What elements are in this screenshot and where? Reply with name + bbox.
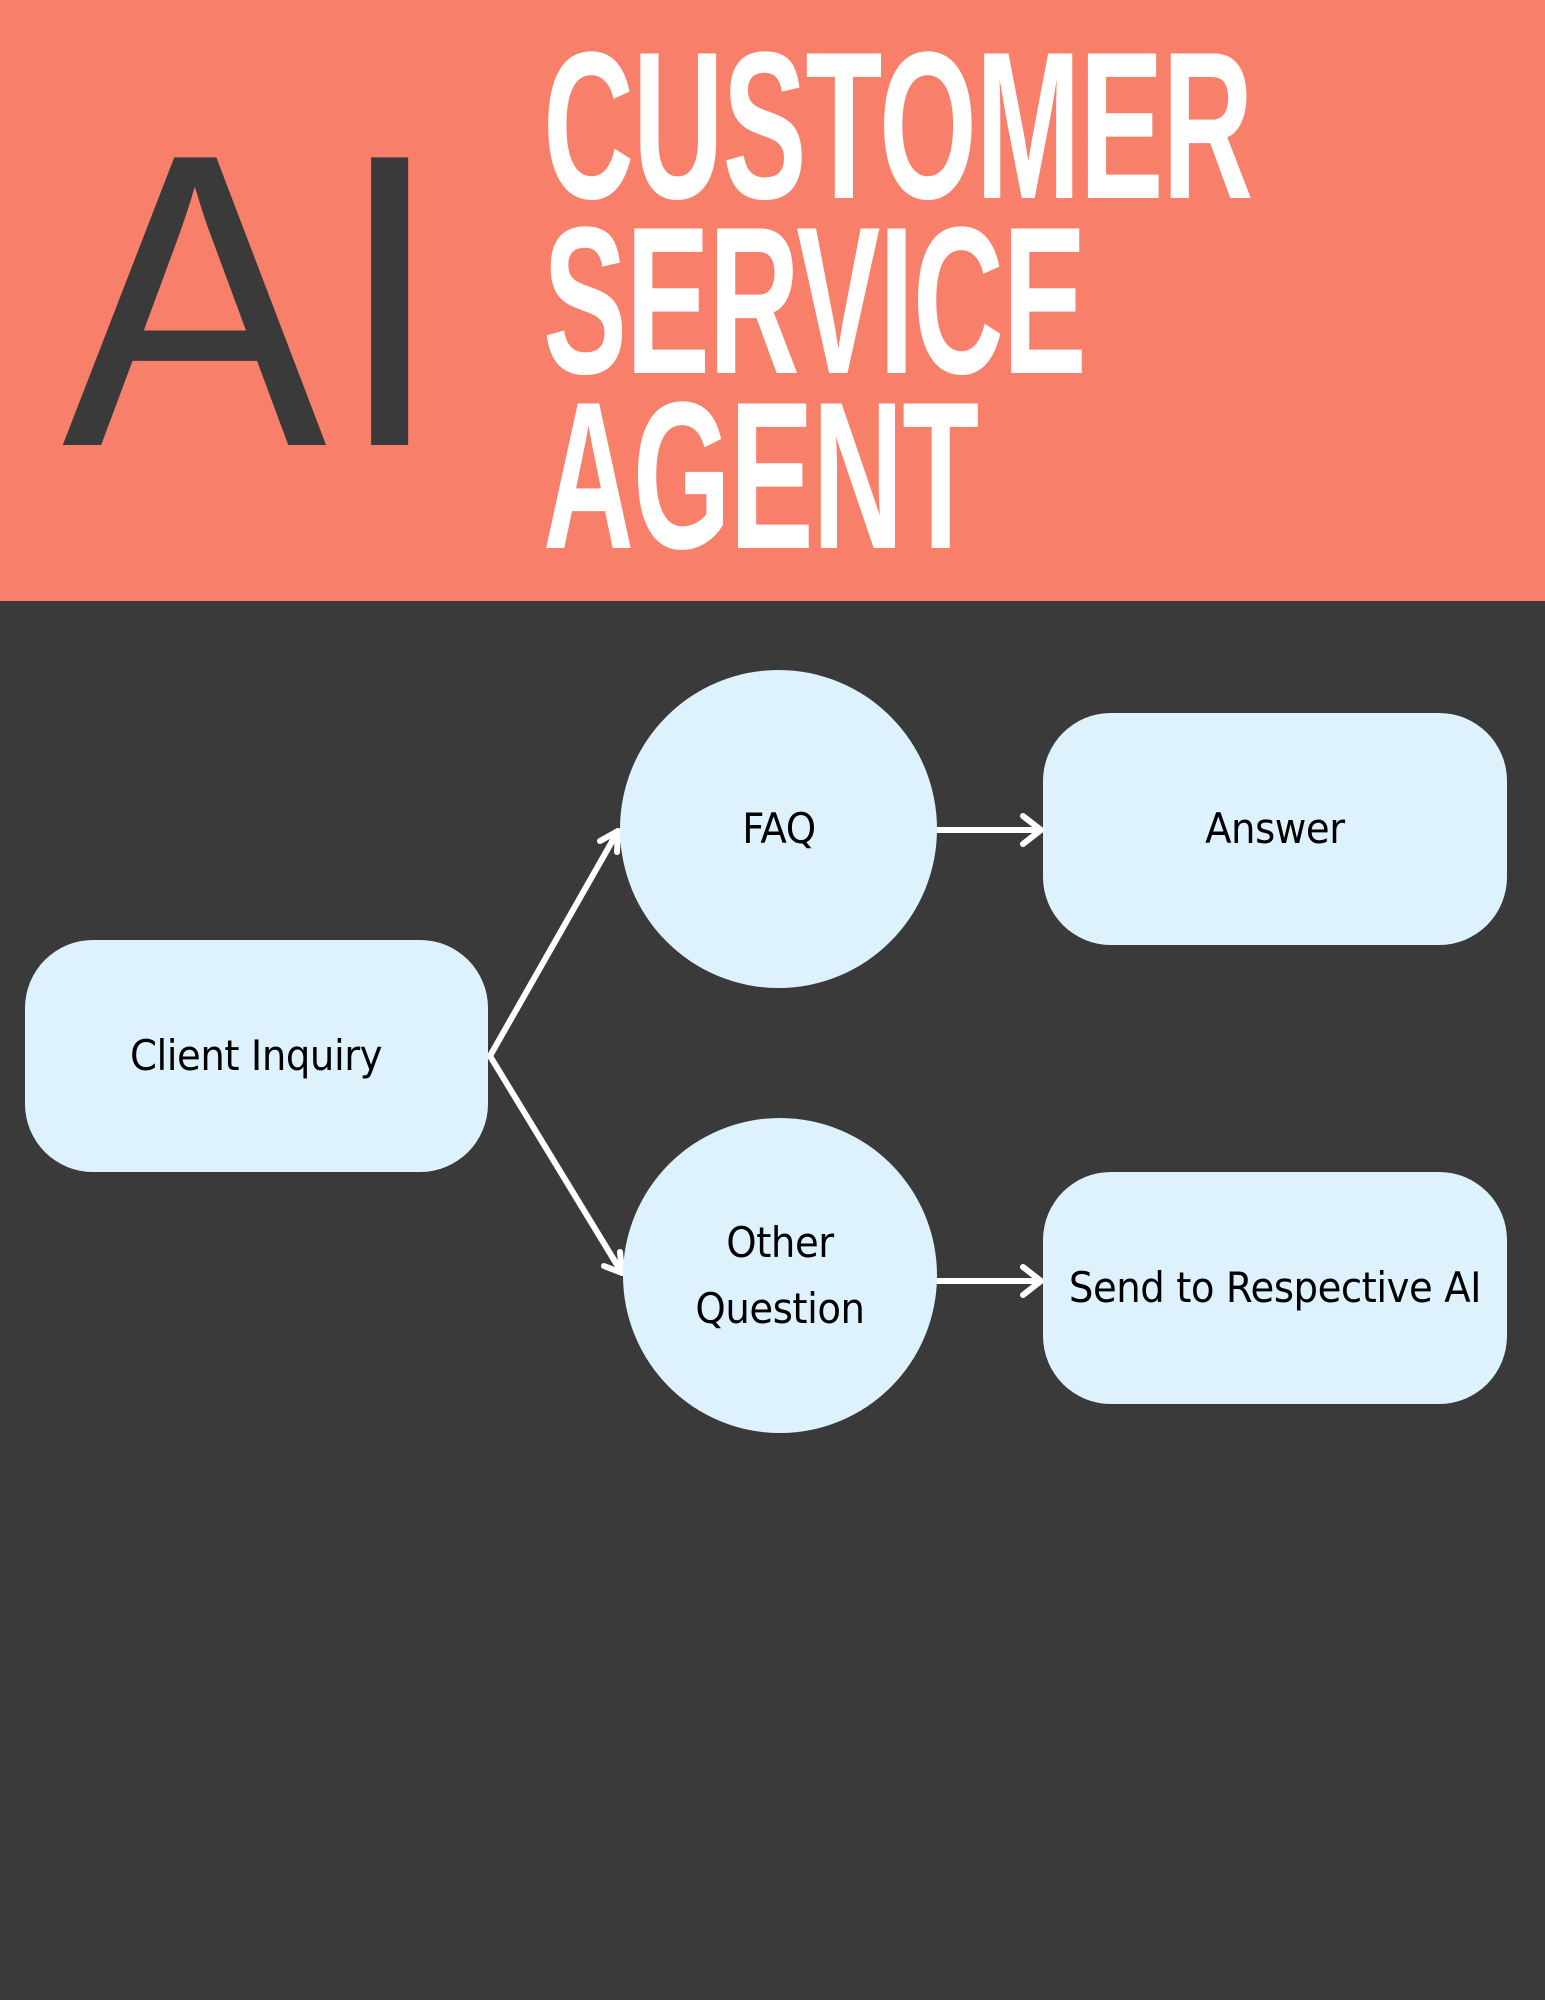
title-line-2: SERVICE xyxy=(543,183,1087,418)
node-label: Send to Respective AI xyxy=(1068,1263,1482,1312)
title-line-3: AGENT xyxy=(543,358,979,593)
arrowhead-send-icon xyxy=(1020,1264,1044,1298)
title-line-1: CUSTOMER xyxy=(543,8,1253,243)
arrowhead-answer-icon xyxy=(1020,813,1044,847)
node-other-question: Other Question xyxy=(623,1118,937,1433)
header-banner: AI CUSTOMER SERVICE AGENT xyxy=(0,0,1545,601)
node-send-to-respective-ai: Send to Respective AI xyxy=(1043,1172,1507,1404)
edge-client-to-faq xyxy=(487,828,621,1059)
node-answer: Answer xyxy=(1043,713,1507,945)
node-label: Client Inquiry xyxy=(130,1031,383,1080)
arrowhead-faq-icon xyxy=(597,828,621,855)
node-label: Answer xyxy=(1205,804,1345,853)
node-faq: FAQ xyxy=(620,670,937,988)
edges-layer xyxy=(487,813,1044,1298)
arrowhead-other-icon xyxy=(601,1249,625,1276)
flowchart: Client Inquiry FAQ Answer Other Question… xyxy=(0,601,1545,2000)
page-title: CUSTOMER SERVICE AGENT xyxy=(543,8,1545,593)
ai-logo-text: AI xyxy=(62,67,453,534)
node-label: Other Question xyxy=(695,1217,865,1333)
edge-client-to-other xyxy=(487,1053,625,1276)
node-client-inquiry: Client Inquiry xyxy=(25,940,488,1172)
node-label: FAQ xyxy=(741,804,816,853)
